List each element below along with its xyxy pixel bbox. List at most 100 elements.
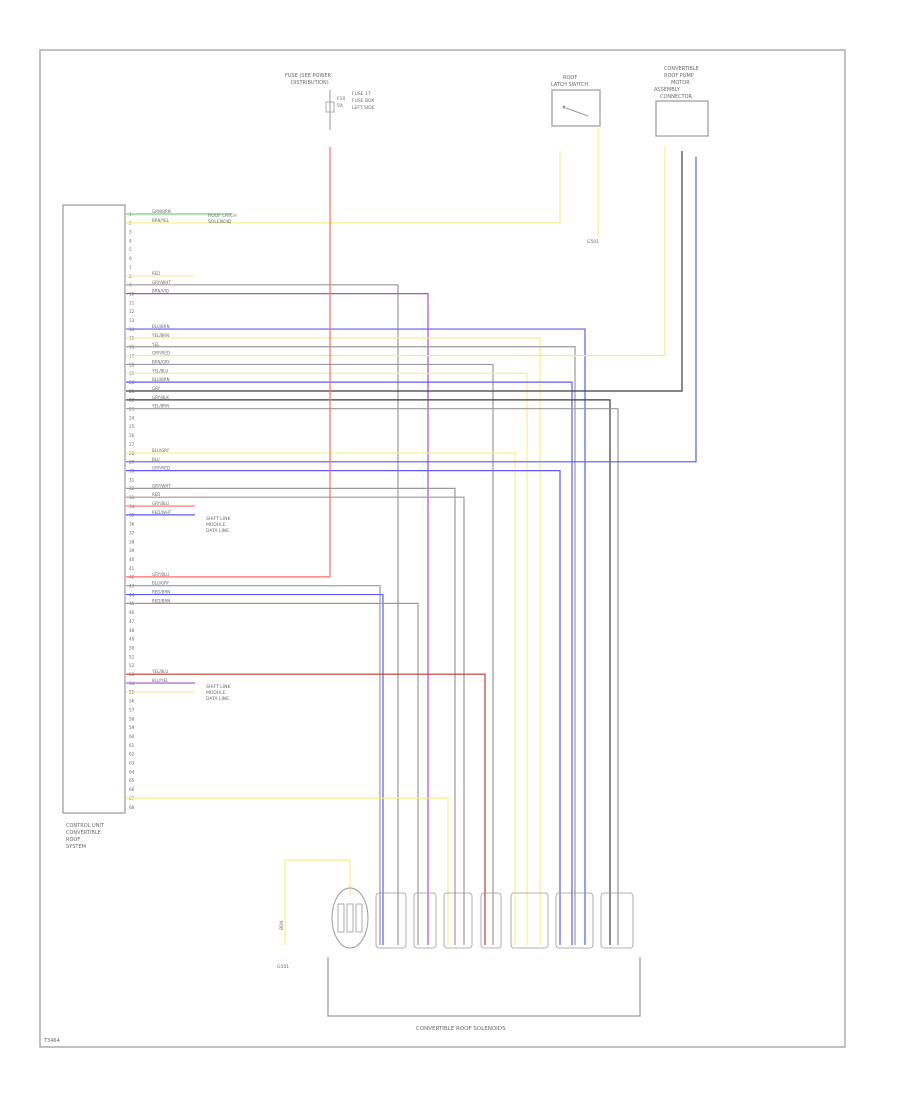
pin-number: 26 xyxy=(129,433,135,438)
fuse-label-1: FUSE (SEE POWER xyxy=(285,73,332,79)
wire-label: BLU/GRY xyxy=(152,581,170,586)
pin-number: 13 xyxy=(129,318,135,323)
wire xyxy=(126,381,573,945)
fuse-note-3: FUSE 17 xyxy=(352,91,371,97)
wire-label: GRY/WHT xyxy=(152,280,171,285)
pin-number: 31 xyxy=(129,477,135,482)
pin-numbers: 1234567891011121314151617181920212223242… xyxy=(129,212,135,810)
switch-ground-label: G501 xyxy=(587,239,599,245)
fuse-note-1: F10 xyxy=(337,96,345,102)
wire-label: YEL/BRN xyxy=(151,333,169,338)
pin-number: 47 xyxy=(129,619,135,624)
wires xyxy=(126,126,697,945)
wire xyxy=(126,346,576,945)
switch-pivot xyxy=(562,105,566,109)
wire xyxy=(126,797,449,945)
wire xyxy=(126,145,666,357)
fuse-note-2: 5A xyxy=(337,103,344,109)
pin-number: 27 xyxy=(129,442,135,447)
wire-label: BRN/GRY xyxy=(152,359,170,364)
wire-label: YEL xyxy=(151,342,160,347)
ref-note-3b: MODULE xyxy=(206,690,226,696)
pin-number: 6 xyxy=(129,256,132,261)
wire xyxy=(126,470,561,945)
wire xyxy=(126,284,399,945)
solenoid-connector xyxy=(600,892,634,949)
pin-number: 41 xyxy=(129,566,135,571)
wire-label: BLU/BRN xyxy=(152,377,170,382)
pin-number: 40 xyxy=(129,557,135,562)
ref-note-2c: DATA LINE xyxy=(206,528,229,534)
pin-number: 64 xyxy=(129,769,135,774)
pin-number: 11 xyxy=(129,300,135,305)
solenoid-label: CONVERTIBLE ROOF SOLENOIDS xyxy=(416,1026,506,1032)
pin-number: 56 xyxy=(129,699,135,704)
wire xyxy=(126,602,419,945)
solenoid-connector xyxy=(480,892,502,949)
wire-label: BLU xyxy=(152,457,160,462)
solenoid-connector xyxy=(413,892,437,949)
wire-label: RED/BRN xyxy=(152,590,170,595)
pin-number: 48 xyxy=(129,628,135,633)
ref-note-3c: DATA LINE xyxy=(206,696,229,702)
motor-label-2: ROOF PUMP xyxy=(664,73,694,79)
pin-number: 58 xyxy=(129,716,135,721)
pin-number: 49 xyxy=(129,637,135,642)
wire-label: GRY/BLK xyxy=(152,395,169,400)
wire-labels: GRN/BRNBRN/YELREDGRY/WHTBRN/VIOBLU/BRNYE… xyxy=(151,209,172,683)
ref-note-3a: SHIFT LINK xyxy=(206,684,231,690)
wire xyxy=(126,399,611,945)
motor-label-1: CONVERTIBLE xyxy=(664,66,699,72)
pin-number: 12 xyxy=(129,309,135,314)
pin-number: 3 xyxy=(129,230,132,235)
latch-switch-box xyxy=(551,89,601,127)
pin-number: 62 xyxy=(129,752,135,757)
wire-label: YEL/BLU xyxy=(151,368,168,373)
motor-label-3: MOTOR xyxy=(671,80,690,86)
ref-note-2a: SHIFT LINK xyxy=(206,516,231,522)
motor-label-4: ASSEMBLY xyxy=(654,87,681,93)
pin-number: 38 xyxy=(129,539,135,544)
pin-number: 60 xyxy=(129,734,135,739)
pin-number: 65 xyxy=(129,778,135,783)
solenoid-bracket xyxy=(327,957,641,1017)
pin-number: 52 xyxy=(129,663,135,668)
wire xyxy=(126,593,384,945)
pin-number: 59 xyxy=(129,725,135,730)
pin-number: 68 xyxy=(129,805,135,810)
module-label-3: ROOF xyxy=(66,837,80,843)
module-label-4: SYSTEM xyxy=(66,844,86,850)
pin-number: 63 xyxy=(129,761,135,766)
pump-ground-label: G501 xyxy=(277,964,289,970)
wire xyxy=(126,293,429,945)
wire-label: GRY/WHT xyxy=(152,483,171,488)
pin-number: 25 xyxy=(129,424,135,429)
wire xyxy=(126,328,586,945)
pin-number: 24 xyxy=(129,415,135,420)
control-module-box xyxy=(62,204,126,814)
pin-number: 51 xyxy=(129,654,135,659)
module-label-1: CONTROL UNIT xyxy=(66,823,105,829)
solenoid-connector xyxy=(555,892,594,949)
wire-label: BRN/YEL xyxy=(152,218,170,223)
pin-number: 46 xyxy=(129,610,135,615)
pin-number: 61 xyxy=(129,743,135,748)
fuse-note-5: LEFT SIDE xyxy=(352,105,375,111)
wire-label: GRY/RED xyxy=(152,466,170,471)
wire-label: RED xyxy=(152,492,160,497)
wire xyxy=(126,487,456,945)
wire-label: GRY/BLU xyxy=(152,572,169,577)
module-label-2: CONVERTIBLE xyxy=(66,830,101,836)
switch-label-2: LATCH SWITCH xyxy=(551,82,588,88)
wire xyxy=(126,150,561,224)
wire xyxy=(126,585,381,945)
wire-label: GRY/BLU xyxy=(152,501,169,506)
motor-label-5: CONNECTOR xyxy=(660,94,693,100)
wire-label: GRY/RED xyxy=(152,351,170,356)
wire-label: GRY xyxy=(152,386,161,391)
pin-number: 66 xyxy=(129,787,135,792)
pin-number: 5 xyxy=(129,247,132,252)
pin-number: 50 xyxy=(129,645,135,650)
fuse-label-2: DISTRIBUTION) xyxy=(291,80,329,86)
wire xyxy=(126,452,516,945)
